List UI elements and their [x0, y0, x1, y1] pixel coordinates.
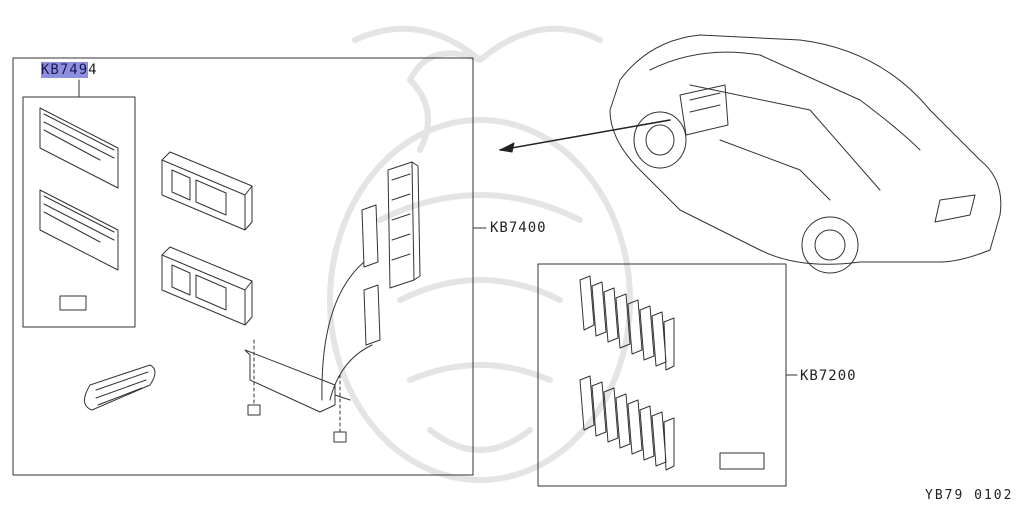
- connector-housing-1: [161, 151, 253, 231]
- screw-1: [247, 339, 261, 416]
- terminal-row-2: [579, 375, 675, 471]
- label-small: [59, 295, 87, 311]
- part-number-kb7200: KB7200: [800, 368, 857, 384]
- arrow-icon: [499, 119, 671, 153]
- terminal-row-1: [579, 275, 675, 371]
- part-number-suffix: 4: [88, 62, 98, 78]
- terminal-block: [387, 161, 421, 289]
- highlighted-part-number: KB749: [41, 62, 89, 78]
- wire-harness: [321, 261, 373, 401]
- label-small-kb7200: [719, 452, 765, 470]
- bracket: [244, 349, 351, 413]
- module-1: [361, 204, 379, 268]
- module-2: [363, 284, 381, 346]
- label-sheet-2: [39, 189, 119, 271]
- part-number-kb7494: KB7494: [41, 62, 98, 78]
- screw-2: [333, 374, 347, 443]
- car-icon: [609, 34, 1002, 274]
- kit-box-kb7400: [12, 57, 474, 476]
- connector-housing-2: [161, 246, 253, 326]
- figure-reference: YB79 0102: [925, 488, 1014, 503]
- part-number-kb7400: KB7400: [490, 220, 547, 236]
- label-sheet-1: [39, 107, 119, 189]
- watermark-emblem-icon: [327, 25, 633, 483]
- grille-cover: [84, 364, 156, 411]
